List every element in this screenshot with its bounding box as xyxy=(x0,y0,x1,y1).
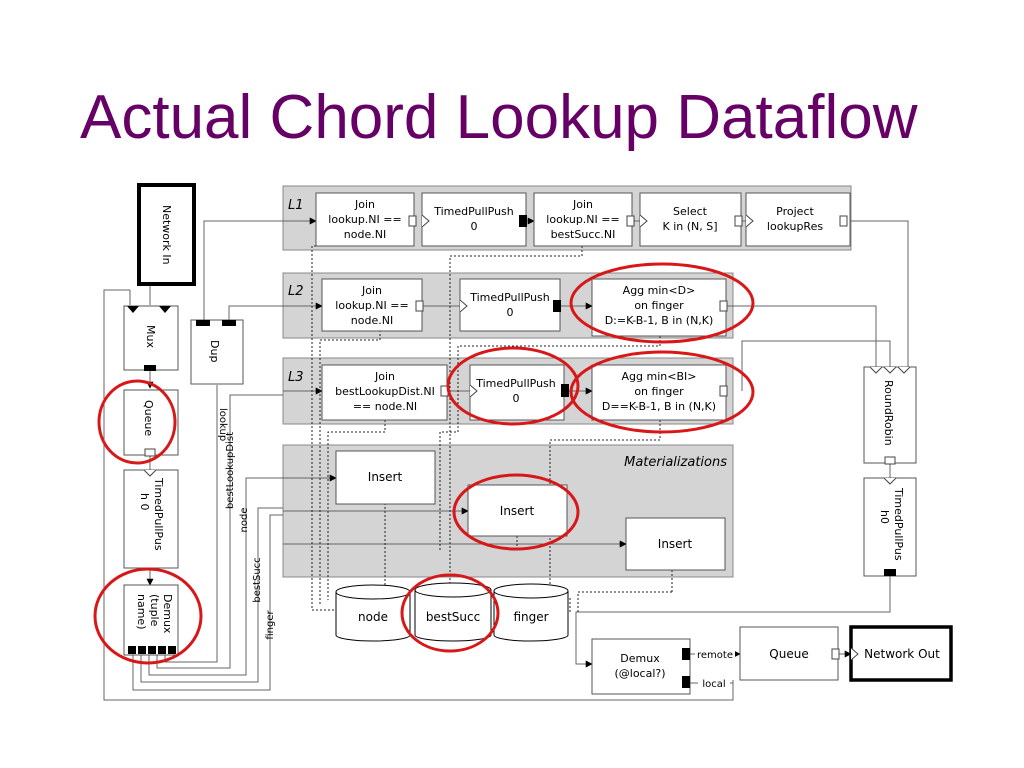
highlight-insert-2 xyxy=(452,473,580,551)
insert-2-label: Insert xyxy=(500,504,535,518)
l2-agg-line1: Agg min<D> xyxy=(623,284,696,297)
node-wire-label: node xyxy=(239,508,250,533)
left-timed-line2: h 0 xyxy=(138,493,151,510)
bottom-queue-label: Queue xyxy=(769,647,808,661)
roundrobin-node: RoundRobin xyxy=(863,366,917,465)
finger-table: finger xyxy=(493,583,569,642)
l3-agg-line1: Agg min<BI> xyxy=(622,370,697,383)
l1-timedpullpush-node: TimedPullPush 0 xyxy=(421,192,527,247)
l2-timed-line1: TimedPullPush xyxy=(469,291,550,304)
bottom-demux-line1: Demux xyxy=(620,652,660,665)
network-in-label: Network In xyxy=(160,205,173,265)
l1-select-line1: Select xyxy=(673,205,708,218)
l2-join-node: Join lookup.NI == node.NI xyxy=(321,278,424,332)
l1-join1-line2: lookup.NI == xyxy=(328,213,401,226)
node-table-label: node xyxy=(358,610,388,624)
l2-join-line1: Join xyxy=(361,284,382,297)
network-out-node: Network Out xyxy=(849,625,953,682)
highlights xyxy=(93,262,755,665)
l3-agg-line2: on finger xyxy=(634,385,684,398)
bottom-demux-line2: (@local?) xyxy=(614,667,665,680)
l2-timed-line2: 0 xyxy=(507,306,514,319)
finger-wire-label: finger xyxy=(265,609,276,639)
highlight-left-demux xyxy=(93,567,203,665)
remote-label: remote xyxy=(697,650,733,661)
highlight-bestsucc xyxy=(400,573,500,653)
finger-table-label: finger xyxy=(513,610,548,624)
highlight-left-queue xyxy=(97,379,177,465)
l1-join2-line1: Join xyxy=(572,198,593,211)
left-timed-line1: TimedPullPus xyxy=(152,477,165,551)
right-timed-line2: h0 xyxy=(878,510,891,524)
left-demux-line3: name) xyxy=(135,594,148,630)
insert-3-label: Insert xyxy=(658,537,693,551)
l1-label: L1 xyxy=(288,198,304,213)
materializations-label: Materializations xyxy=(624,455,727,470)
roundrobin-label: RoundRobin xyxy=(882,380,895,446)
highlight-l3-agg xyxy=(569,350,755,434)
l3-join-node: Join bestLookupDist.NI == node.NI xyxy=(321,364,449,421)
node-table: node xyxy=(335,584,411,642)
highlight-l3-timed xyxy=(446,346,580,426)
bestsucc-wire-label: bestSucc xyxy=(252,557,263,602)
l1-select-line2: K in (N, S] xyxy=(662,220,717,233)
left-demux-line1: Demux xyxy=(161,594,174,634)
l2-label: L2 xyxy=(288,284,304,299)
bottom-queue-node: Queue xyxy=(739,626,840,681)
l2-agg-line2: on finger xyxy=(634,299,684,312)
dup-label: Dup xyxy=(208,340,221,362)
local-label: local xyxy=(702,679,725,690)
l3-agg-line3: D==K-B-1, B in (N,K) xyxy=(602,400,716,413)
l1-project-line1: Project xyxy=(776,205,814,218)
l1-join1-line1: Join xyxy=(354,198,375,211)
left-demux-line2: (tuple xyxy=(148,594,161,627)
l1-join2-node: Join lookup.NI == bestSucc.NI xyxy=(533,192,635,247)
mux-node: Mux xyxy=(123,305,179,371)
l3-join-line3: == node.NI xyxy=(353,400,417,413)
l1-join1-node: Join lookup.NI == node.NI xyxy=(315,192,417,247)
l1-join1-line3: node.NI xyxy=(344,228,386,241)
insert-node-2: Insert xyxy=(467,484,568,537)
l1-join2-line3: bestSucc.NI xyxy=(551,228,616,241)
l3-label: L3 xyxy=(288,370,304,385)
dup-node: Dup xyxy=(190,319,244,385)
l2-join-line3: node.NI xyxy=(351,314,393,327)
l1-project-line2: lookupRes xyxy=(767,220,823,233)
lookup-wire-label: lookup xyxy=(217,408,228,441)
l2-agg-line3: D:=K-B-1, B in (N,K) xyxy=(605,314,714,327)
l3-join-line2: bestLookupDist.NI xyxy=(335,385,435,398)
left-queue-label: Queue xyxy=(142,400,155,436)
l1-project-node: Project lookupRes xyxy=(745,192,851,247)
l3-join-line1: Join xyxy=(374,370,395,383)
l2-agg-node: Agg min<D> on finger D:=K-B-1, B in (N,K… xyxy=(591,278,728,337)
l2-join-line2: lookup.NI == xyxy=(335,299,408,312)
left-demux-node: Demux (tuple name) xyxy=(123,584,179,656)
highlight-l2-agg xyxy=(569,262,755,344)
network-out-label: Network Out xyxy=(864,647,940,661)
insert-node-3: Insert xyxy=(625,517,726,571)
l2-timedpullpush-node: TimedPullPush 0 xyxy=(459,278,561,332)
insert-node-1: Insert xyxy=(335,450,436,505)
l1-join2-line2: lookup.NI == xyxy=(546,213,619,226)
insert-1-label: Insert xyxy=(368,470,403,484)
bestsucc-table: bestSucc xyxy=(414,582,492,642)
l1-timed-line1: TimedPullPush xyxy=(433,205,514,218)
l3-agg-node: Agg min<BI> on finger D==K-B-1, B in (N,… xyxy=(591,364,728,421)
bestsucc-table-label: bestSucc xyxy=(426,610,480,624)
right-timedpullpush-node: TimedPullPus h0 xyxy=(863,477,917,577)
right-timed-line1: TimedPullPus xyxy=(892,487,905,561)
bestlookupdist-wire-label: bestLookupDist xyxy=(225,432,236,509)
l3-timed-line1: TimedPullPush xyxy=(475,377,556,390)
slide-title: Actual Chord Lookup Dataflow xyxy=(80,83,918,152)
l1-timed-line2: 0 xyxy=(471,220,478,233)
mux-label: Mux xyxy=(144,325,157,348)
bottom-demux-node: Demux (@local?) xyxy=(591,638,691,695)
network-in-node: Network In xyxy=(137,183,196,286)
l3-timedpullpush-node: TimedPullPush 0 xyxy=(469,364,569,421)
l1-select-node: Select K in (N, S] xyxy=(639,192,743,247)
left-timedpullpush-node: TimedPullPus h 0 xyxy=(123,469,179,569)
l3-timed-line2: 0 xyxy=(513,392,520,405)
